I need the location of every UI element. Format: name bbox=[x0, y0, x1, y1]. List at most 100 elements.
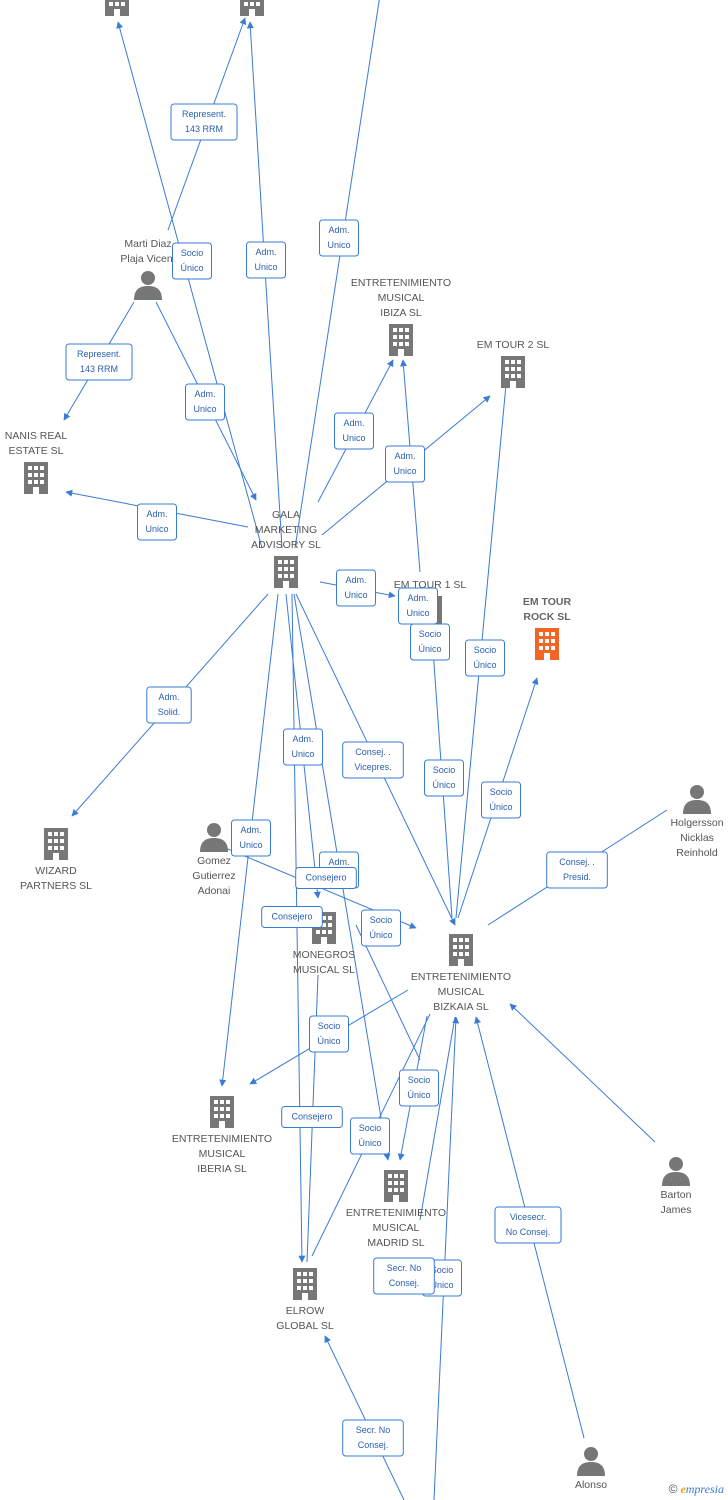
node-top2[interactable] bbox=[240, 0, 264, 16]
node-label: Gutierrez bbox=[192, 870, 235, 882]
edge-label-7: Adm.Unico bbox=[334, 412, 374, 450]
edge-label-box bbox=[319, 219, 359, 257]
edge-label-text: Vicesecr. bbox=[510, 1212, 546, 1222]
edge-label-text: Unico bbox=[145, 524, 168, 534]
building-icon bbox=[293, 1268, 317, 1300]
building-icon bbox=[274, 556, 298, 588]
edge-30 bbox=[433, 1016, 460, 1500]
edge-label-box bbox=[231, 819, 271, 857]
edge-label-text: Adm. bbox=[328, 857, 349, 867]
edge-label-text: Socio bbox=[318, 1021, 341, 1031]
edge-label-text: Socio bbox=[408, 1075, 431, 1085]
edge-label-text: Unico bbox=[291, 749, 314, 759]
edge-label-10: Adm.Unico bbox=[398, 587, 438, 625]
person-icon bbox=[200, 823, 228, 852]
node-label: Gomez bbox=[197, 855, 231, 867]
edge-label-box bbox=[295, 867, 357, 889]
edge-label-box bbox=[342, 741, 404, 779]
edge-label-text: Socio bbox=[490, 787, 513, 797]
brand-name: mpresia bbox=[685, 1482, 724, 1496]
edge-label-text: Unico bbox=[193, 404, 216, 414]
edge-label-box bbox=[137, 503, 177, 541]
edge-label-text: Adm. bbox=[343, 418, 364, 428]
node-label: ESTATE SL bbox=[8, 445, 63, 457]
node-label: BIZKAIA SL bbox=[433, 1001, 489, 1013]
node-label: EM TOUR bbox=[523, 596, 572, 608]
edge-label-text: 143 RRM bbox=[185, 124, 223, 134]
node-emtour2[interactable]: EM TOUR 2 SL bbox=[477, 339, 550, 388]
edge-label-box bbox=[373, 1257, 435, 1295]
edge-label-box bbox=[170, 103, 238, 141]
edge-label-text: Único bbox=[430, 1280, 453, 1290]
edge-label-text: Socio bbox=[433, 765, 456, 775]
person-icon bbox=[134, 271, 162, 300]
edge-label-box bbox=[465, 639, 505, 677]
edge-label-text: Adm. bbox=[394, 451, 415, 461]
building-icon bbox=[449, 934, 473, 966]
edge-label-19: Adm.Unico bbox=[231, 819, 271, 857]
edge-label-box bbox=[342, 1419, 404, 1457]
edge-label-5: Adm.Unico bbox=[185, 383, 225, 421]
edge-labels-layer: Represent.143 RRMSocioÚnicoAdm.UnicoAdm.… bbox=[65, 103, 608, 1457]
edge-label-text: Consej. . bbox=[355, 747, 391, 757]
edge-label-box bbox=[410, 623, 450, 661]
edge-label-29: Vicesecr.No Consej. bbox=[494, 1206, 562, 1244]
edge-label-text: Consejero bbox=[305, 873, 346, 883]
building-icon bbox=[44, 828, 68, 860]
edge-label-text: Socio bbox=[474, 645, 497, 655]
node-label: Alonso bbox=[575, 1479, 607, 1491]
edge-28 bbox=[419, 1016, 456, 1221]
edge-label-2: Adm.Unico bbox=[246, 241, 286, 279]
building-icon bbox=[240, 0, 264, 16]
edge-label-box bbox=[281, 1106, 343, 1128]
edge-label-text: Represent. bbox=[182, 109, 226, 119]
edge-label-text: Adm. bbox=[240, 825, 261, 835]
building-icon bbox=[210, 1096, 234, 1128]
edge-label-box bbox=[309, 1015, 349, 1053]
edge-label-text: Único bbox=[358, 1138, 381, 1148]
edge-label-box bbox=[146, 686, 192, 724]
edge-label-box bbox=[261, 906, 323, 928]
edge-label-text: Adm. bbox=[255, 247, 276, 257]
edge-label-0: Represent. 143 RRM bbox=[170, 103, 238, 141]
edge-label-text: Presid. bbox=[563, 872, 591, 882]
node-label: PARTNERS SL bbox=[20, 880, 92, 892]
edge-label-text: Unico bbox=[327, 240, 350, 250]
edge-label-4: Represent.143 RRM bbox=[65, 343, 133, 381]
edge-label-box bbox=[385, 445, 425, 483]
node-label: Adonai bbox=[198, 885, 231, 897]
node-label: Holgersson bbox=[670, 817, 723, 829]
edge-label-21: Consejero bbox=[295, 867, 357, 889]
edge-label-box bbox=[283, 728, 323, 766]
node-alonso[interactable]: Alonso bbox=[575, 1447, 607, 1491]
edge-label-text: Único bbox=[473, 660, 496, 670]
node-label: ELROW bbox=[286, 1305, 325, 1317]
node-label: Marti Diaz bbox=[124, 238, 171, 250]
edge-label-text: Adm. bbox=[292, 734, 313, 744]
edge-label-text: Consejero bbox=[291, 1112, 332, 1122]
edge-label-text: Socio bbox=[181, 248, 204, 258]
node-top1[interactable] bbox=[105, 0, 129, 16]
edge-label-text: 143 RRM bbox=[80, 364, 118, 374]
empresia-watermark: © empresia bbox=[669, 1482, 724, 1497]
edge-label-3: Adm.Unico bbox=[319, 219, 359, 257]
